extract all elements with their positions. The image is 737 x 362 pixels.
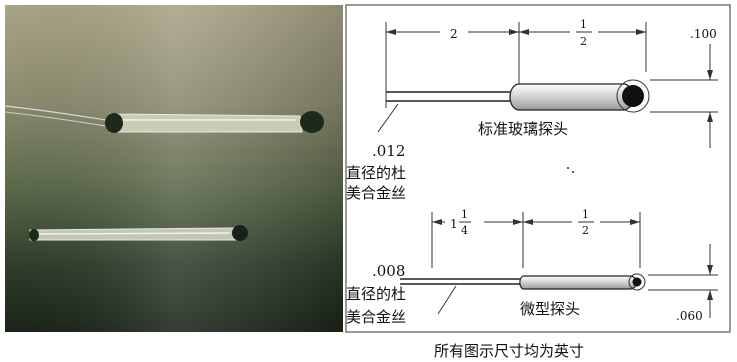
probe-photo xyxy=(4,5,343,332)
micro-probe-bead xyxy=(632,277,642,287)
standard-wire-desc-2: 美合金丝 xyxy=(346,184,406,202)
micro-dim-length-1: 1 1 4 xyxy=(450,208,471,237)
micro-probe-label: 微型探头 xyxy=(520,300,580,318)
units-note: 所有图示尺寸均为英寸 xyxy=(434,342,584,360)
standard-probe-drawing: 2 1 2 .100 标准玻璃探头 .012 直径的杜 美合金丝 xyxy=(346,18,718,202)
standard-dim-length-1: 2 xyxy=(450,27,458,41)
micro-wire-desc-2: 美合金丝 xyxy=(346,308,406,326)
svg-text:4: 4 xyxy=(461,224,468,237)
standard-dim-length-2: 1 2 xyxy=(576,18,592,48)
micro-dim-length-2: 1 2 xyxy=(578,208,594,237)
standard-wire-desc-1: 直径的杜 xyxy=(346,164,406,182)
svg-text:2: 2 xyxy=(582,224,589,237)
standard-probe-label: 标准玻璃探头 xyxy=(478,120,568,138)
svg-text:1: 1 xyxy=(580,18,587,31)
svg-text:2: 2 xyxy=(580,35,587,48)
micro-dim-diameter: .060 xyxy=(676,309,703,323)
svg-text:1: 1 xyxy=(461,208,468,221)
micro-wire-desc-1: 直径的杜 xyxy=(346,285,406,303)
photo-standard-probe xyxy=(4,105,324,133)
standard-probe-bead xyxy=(622,85,644,107)
photo-micro-probe xyxy=(29,225,248,241)
standard-dim-diameter: .100 xyxy=(690,27,717,41)
micro-probe-drawing: 1 1 4 1 2 .060 微型探头 .008 直 xyxy=(346,208,718,326)
svg-text:1: 1 xyxy=(582,208,589,221)
standard-wire-size: .012 xyxy=(372,142,405,160)
micro-wire-size: .008 xyxy=(372,262,405,280)
svg-text:1: 1 xyxy=(450,217,458,231)
